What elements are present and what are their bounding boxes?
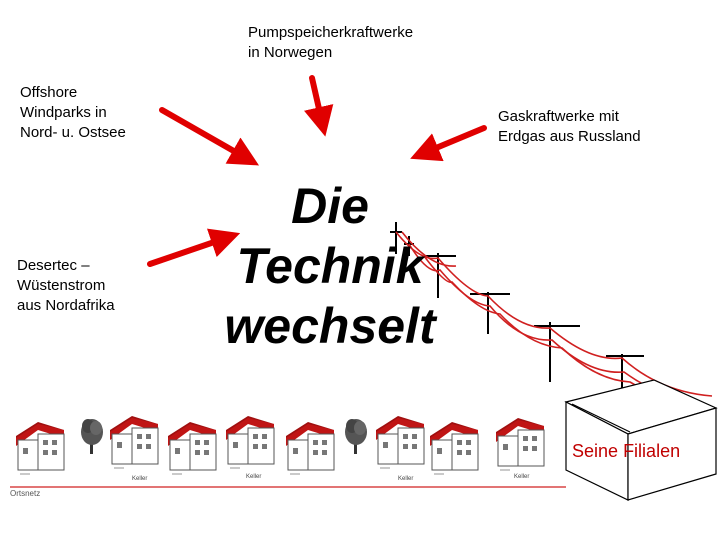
power-poles <box>390 222 644 392</box>
branches-word-1: Seine <box>572 441 619 461</box>
house-5 <box>285 421 335 475</box>
branches-word-2: Filialen <box>623 441 681 461</box>
cellar-labels: Keller Keller Keller Keller <box>132 474 529 482</box>
tree-icon <box>345 419 367 454</box>
label-gas: Gaskraftwerke mit Erdgas aus Russland <box>498 108 641 145</box>
house-3 <box>167 421 217 475</box>
tree-icon <box>81 419 103 454</box>
label-offshore: Offshore Windparks in Nord- u. Ostsee <box>20 84 126 141</box>
label-norway: Pumpspeicherkraftwerke in Norwegen <box>248 24 414 61</box>
cellar-label: Keller <box>514 474 529 480</box>
label-desertec: Desertec – Wüstenstrom aus Nordafrika <box>17 257 115 314</box>
branches-building <box>564 379 718 501</box>
house-8 <box>495 417 545 471</box>
cellar-label: Keller <box>246 474 261 480</box>
cellar-label: Keller <box>132 476 147 482</box>
main-title: Die Technik wechselt <box>224 178 436 354</box>
branches-label: Seine Filialen <box>572 440 680 462</box>
house-1 <box>15 421 65 475</box>
houses-row <box>15 415 545 475</box>
house-6 <box>375 415 425 469</box>
house-2 <box>109 415 159 469</box>
cellar-label: Keller <box>398 476 413 482</box>
arrow-offshore <box>159 107 260 166</box>
network-label: Ortsnetz <box>10 489 41 498</box>
house-7 <box>429 421 479 475</box>
arrows <box>147 75 487 267</box>
house-4 <box>225 415 275 469</box>
arrow-desertec <box>147 228 241 267</box>
arrow-norway <box>304 75 334 137</box>
arrow-gas <box>410 125 487 162</box>
